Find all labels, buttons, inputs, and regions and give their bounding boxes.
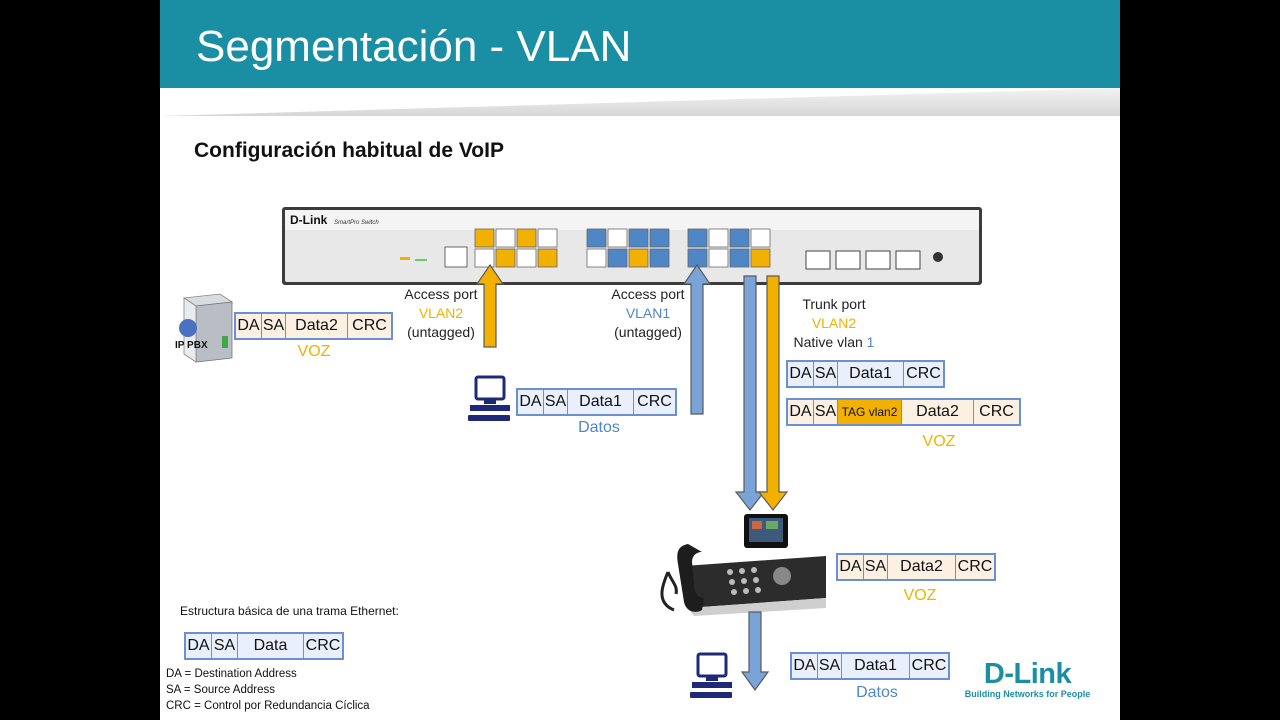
- switch-port: [607, 228, 628, 248]
- sfp-port: [865, 250, 891, 270]
- switch-port: [537, 228, 558, 248]
- ip-phone-icon: [660, 514, 826, 616]
- caption-voz-pbx: VOZ: [297, 343, 331, 360]
- logo-name: D-Link: [983, 658, 1072, 690]
- caption-voz-trunk: VOZ: [922, 433, 956, 450]
- arrow-trunk-vlan1-down: [734, 275, 766, 511]
- access-port-vlan2-label: Access port VLAN2 (untagged): [404, 286, 478, 340]
- legend-crc: CRC = Control por Redundancia Cíclica: [166, 700, 370, 712]
- switch-port: [750, 228, 771, 248]
- computer-icon: [690, 652, 732, 698]
- arrow-vlan1-up: [682, 263, 712, 415]
- switch-port: [750, 248, 771, 268]
- frame-pc-datos: DA SA Data1 CRC: [516, 388, 677, 416]
- switch-sfp-ports: [805, 250, 921, 270]
- sfp-port: [835, 250, 861, 270]
- arrow-trunk-vlan2-down: [757, 275, 789, 511]
- switch-port: [586, 248, 607, 268]
- computer-icon: [468, 375, 510, 421]
- switch-port: [516, 248, 537, 268]
- legend-da: DA = Destination Address: [166, 668, 297, 680]
- frame-trunk-tagged: DA SA TAG vlan2 Data2 CRC: [786, 398, 1021, 426]
- switch-port: [687, 228, 708, 248]
- caption-datos-pc: Datos: [578, 419, 620, 436]
- ip-pbx-label: IP PBX: [175, 340, 208, 351]
- switch-port: [495, 248, 516, 268]
- switch-port: [649, 228, 670, 248]
- vlan-tag: TAG vlan2: [838, 400, 902, 424]
- frame-pc2-datos: DA SA Data1 CRC: [790, 652, 950, 680]
- switch-ports: [474, 228, 771, 268]
- access-port-vlan1-label: Access port VLAN1 (untagged): [611, 286, 685, 340]
- frame-pbx: DA SA Data2 CRC: [234, 312, 393, 340]
- arrows-layer: [475, 263, 789, 692]
- switch-port: [495, 228, 516, 248]
- arrow-vlan2-up: [475, 263, 505, 348]
- switch-port: [628, 228, 649, 248]
- switch-model: SmartPro Switch: [334, 220, 379, 226]
- switch-port: [649, 248, 670, 268]
- ip-pbx-server-icon: IP PBX: [175, 293, 234, 363]
- legend-title: Estructura básica de una trama Ethernet:: [180, 604, 399, 618]
- sfp-port: [895, 250, 921, 270]
- frame-legend: DA SA Data CRC: [184, 632, 344, 660]
- legend-sa: SA = Source Address: [166, 684, 275, 696]
- slide: Segmentación - VLAN Configuración habitu…: [160, 0, 1120, 720]
- slide-subtitle: Configuración habitual de VoIP: [194, 139, 504, 162]
- switch-port: [586, 228, 607, 248]
- arrow-phone-to-pc: [740, 611, 770, 692]
- switch-port: [474, 228, 495, 248]
- switch-port: [537, 248, 558, 268]
- caption-voz-phone: VOZ: [903, 587, 937, 604]
- switch-port: [474, 248, 495, 268]
- caption-datos-pc2: Datos: [856, 684, 898, 701]
- switch-port: [708, 228, 729, 248]
- logo-slogan: Building Networks for People: [964, 689, 1091, 699]
- frame-phone-voz: DA SA Data2 CRC: [836, 553, 996, 581]
- slide-title: Segmentación - VLAN: [196, 22, 632, 71]
- sfp-port: [805, 250, 831, 270]
- switch-port: [607, 248, 628, 268]
- switch-port: [516, 228, 537, 248]
- dlink-logo: D-Link Building Networks for People: [960, 658, 1095, 704]
- switch-port: [628, 248, 649, 268]
- trunk-port-label: Trunk port VLAN2 Native vlan 1: [793, 296, 875, 350]
- switch-device: D-Link SmartPro Switch: [282, 207, 982, 285]
- switch-port: [729, 228, 750, 248]
- header-bar: Segmentación - VLAN: [160, 0, 1120, 88]
- switch-brand: D-Link: [290, 213, 328, 227]
- frame-trunk-data1: DA SA Data1 CRC: [786, 360, 945, 388]
- switch-port: [729, 248, 750, 268]
- switch-port: [708, 248, 729, 268]
